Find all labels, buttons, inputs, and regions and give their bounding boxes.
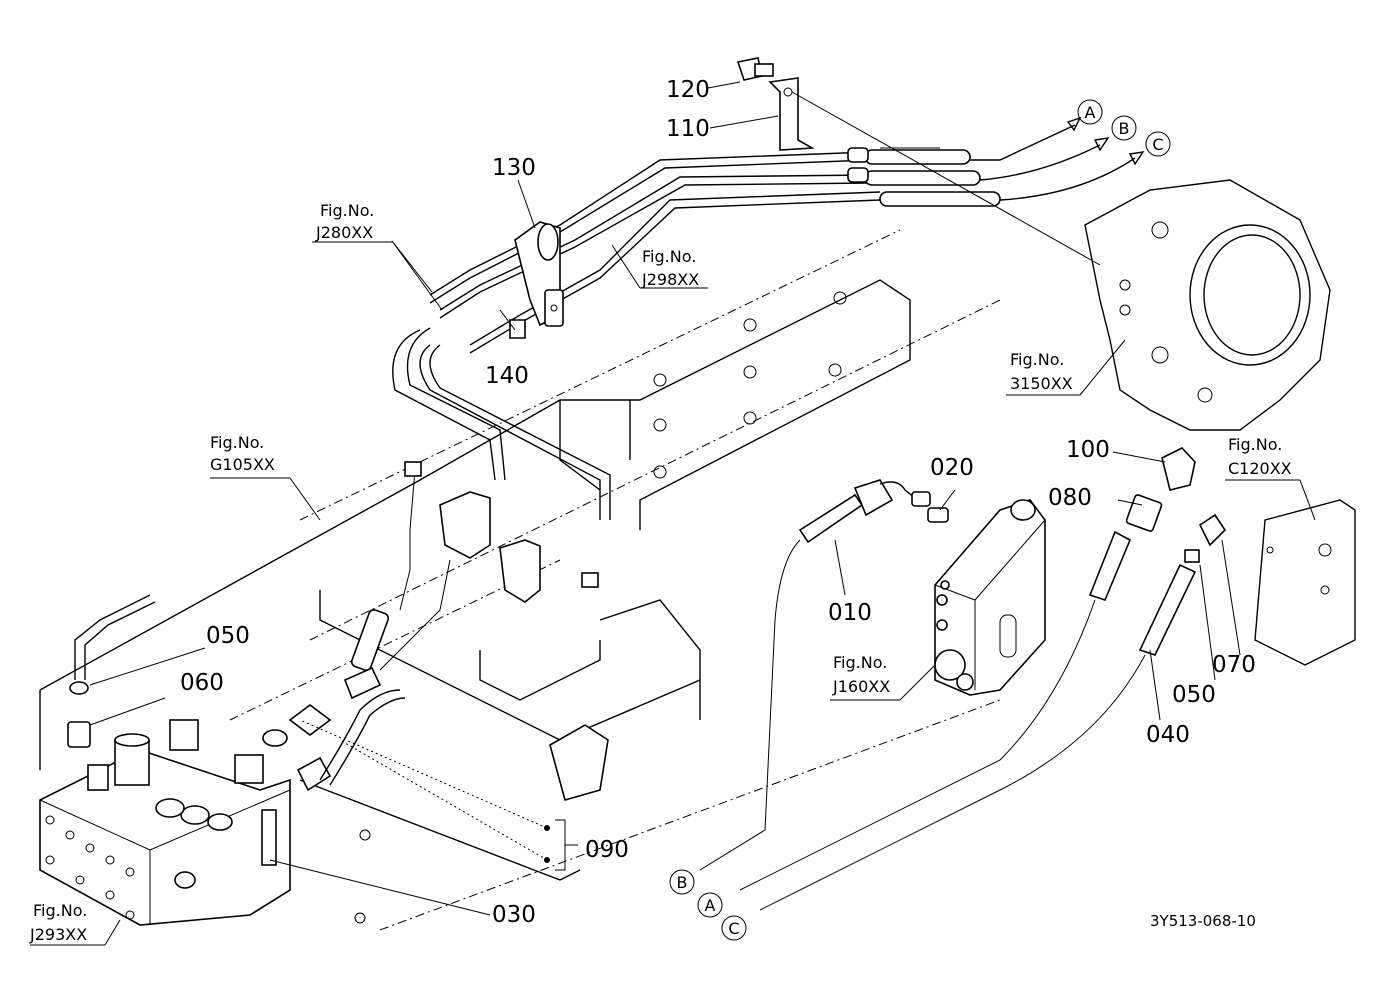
pump-block — [934, 499, 1046, 696]
control-valve-assembly — [39, 719, 291, 926]
figref-g105-label: Fig.No. — [210, 433, 264, 452]
lower-pipes — [67, 461, 599, 792]
figref-c120-label: Fig.No. — [1228, 435, 1282, 454]
callout-040: 040 — [1146, 722, 1190, 748]
figref-j293-label: Fig.No. — [33, 901, 87, 920]
figref-j160-label: Fig.No. — [833, 653, 887, 672]
callout-070: 070 — [1212, 652, 1256, 678]
connector-c-bottom-letter: C — [728, 919, 739, 938]
callout-labels: 120 110 130 140 020 100 080 010 070 050 … — [180, 77, 1256, 928]
transmission-housing — [1084, 179, 1331, 431]
callout-050-left: 050 — [206, 623, 250, 649]
callout-130: 130 — [492, 155, 536, 181]
clamps — [439, 57, 815, 603]
callout-110: 110 — [666, 116, 710, 142]
callout-080: 080 — [1048, 485, 1092, 511]
connector-c-bottom — [721, 915, 747, 941]
frame-outline — [39, 229, 1001, 931]
connector-markers — [669, 99, 1171, 941]
figref-g105: G105XX — [210, 455, 275, 474]
return-hoses — [699, 539, 1146, 911]
right-fittings — [798, 447, 1227, 656]
figref-j298: J298XX — [641, 270, 699, 289]
connector-c-top — [1145, 131, 1171, 157]
figref-j280-label: Fig.No. — [320, 201, 374, 220]
connector-b-bottom-letter: B — [677, 873, 688, 892]
drawing-code: 3Y513-068-10 — [1150, 912, 1256, 930]
callout-030: 030 — [492, 902, 536, 928]
figref-c120: C120XX — [1228, 459, 1292, 478]
connector-a-top — [1077, 99, 1103, 125]
callout-050-right: 050 — [1172, 682, 1216, 708]
figref-j160: J160XX — [832, 677, 890, 696]
cover-plate — [1254, 499, 1356, 666]
callout-100: 100 — [1066, 437, 1110, 463]
leader-lines — [30, 81, 1316, 946]
callout-060: 060 — [180, 670, 224, 696]
callout-140: 140 — [485, 363, 529, 389]
connector-letters: A B C B A C — [677, 103, 1164, 938]
figref-3150: 3150XX — [1010, 374, 1073, 393]
connector-b-top-letter: B — [1119, 119, 1130, 138]
callout-010: 010 — [828, 600, 872, 626]
connector-b-bottom — [669, 869, 695, 895]
callout-120: 120 — [666, 77, 710, 103]
figref-j298-label: Fig.No. — [642, 247, 696, 266]
connector-a-bottom-letter: A — [705, 896, 716, 915]
connector-c-top-letter: C — [1152, 135, 1163, 154]
figure-references: Fig.No. J280XX Fig.No. J298XX Fig.No. G1… — [29, 201, 1292, 944]
connector-a-bottom — [697, 892, 723, 918]
figref-j280: J280XX — [315, 223, 373, 242]
connector-a-top-letter: A — [1085, 103, 1096, 122]
figref-3150-label: Fig.No. — [1010, 350, 1064, 369]
pipe-harness — [392, 116, 1145, 520]
figref-j293: J293XX — [29, 925, 87, 944]
callout-090: 090 — [585, 837, 629, 863]
connector-b-top — [1111, 115, 1137, 141]
callout-020: 020 — [930, 455, 974, 481]
